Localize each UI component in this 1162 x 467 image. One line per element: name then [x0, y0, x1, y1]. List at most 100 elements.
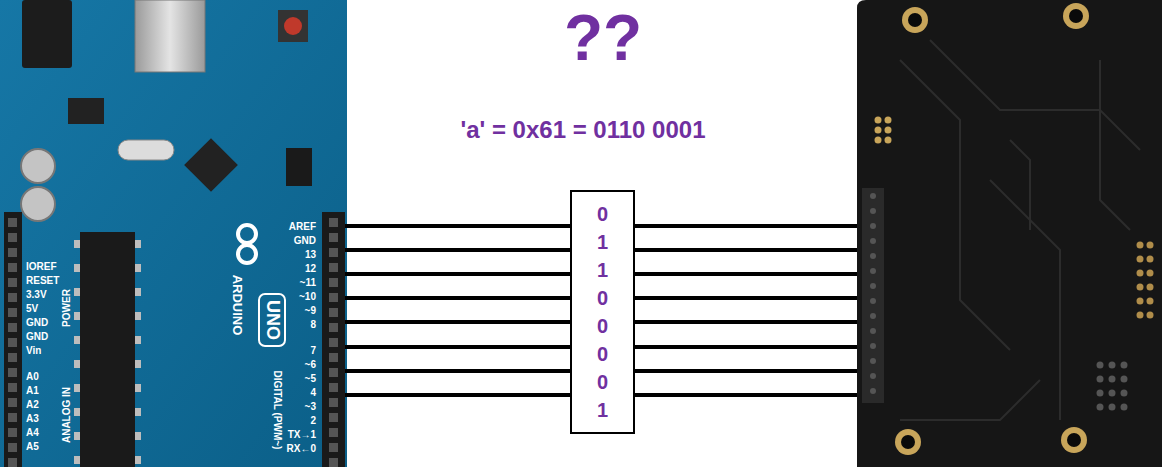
arduino-logo [238, 225, 256, 243]
bit-value: 1 [597, 396, 608, 424]
via-pad [1097, 376, 1104, 383]
uno-badge [259, 294, 285, 346]
mount-hole [1067, 433, 1081, 447]
pin-label: 3.3V [26, 289, 47, 300]
digital-header [322, 212, 345, 467]
chip-pin [74, 432, 80, 440]
wire [345, 272, 570, 276]
trace [930, 40, 1140, 150]
header-hole [329, 338, 338, 347]
usb-chip [184, 138, 238, 192]
board-logo-text: ARDUINO [230, 275, 244, 336]
header-hole [8, 383, 17, 392]
mount-hole [908, 13, 922, 27]
gold-pin [1137, 312, 1144, 319]
wire [345, 224, 570, 228]
shield-header [862, 188, 884, 403]
gold-pin [1147, 312, 1154, 319]
chip-pin [135, 384, 141, 392]
bit-value: 0 [597, 340, 608, 368]
pin-label: A0 [26, 371, 39, 382]
chip-pin [135, 432, 141, 440]
mount-hole [902, 7, 928, 33]
wire [345, 296, 570, 300]
board-pcb [0, 0, 347, 467]
capacitor [21, 187, 55, 221]
pin-label: 2 [310, 415, 316, 426]
chip-pin [135, 240, 141, 248]
pin-label: A5 [26, 441, 39, 452]
via-pad [1121, 390, 1128, 397]
gold-pad [875, 117, 882, 124]
gold-pad [885, 127, 892, 134]
wire [635, 224, 857, 228]
pin-label: RESET [26, 275, 59, 286]
via-pad [1097, 404, 1104, 411]
gold-pin [1147, 256, 1154, 263]
wire [345, 248, 570, 252]
gold-pad [885, 117, 892, 124]
bit-value: 1 [597, 228, 608, 256]
header-hole [8, 218, 17, 227]
pin-label: 5V [26, 303, 38, 314]
wire [635, 248, 857, 252]
microcontroller [80, 232, 135, 467]
regulator [68, 98, 104, 124]
via-pad [1109, 404, 1116, 411]
header-pin [870, 268, 876, 274]
header-hole [8, 368, 17, 377]
board-logo-text: UNO [262, 300, 282, 340]
reset-button [278, 10, 308, 42]
header-hole [329, 428, 338, 437]
via-pad [1109, 390, 1116, 397]
header-hole [8, 458, 17, 467]
header-pin [870, 208, 876, 214]
pin-label: 12 [305, 263, 316, 274]
header-hole [329, 383, 338, 392]
trace [1100, 60, 1130, 230]
header-hole [329, 218, 338, 227]
equation: 'a' = 0x61 = 0110 0001 [461, 117, 706, 143]
header-pin [870, 373, 876, 379]
header-pin [870, 253, 876, 259]
dc-jack [22, 0, 72, 68]
chip-pin [135, 264, 141, 272]
pin-label: AREF [289, 221, 316, 232]
header-hole [8, 323, 17, 332]
gold-pad [875, 127, 882, 134]
pin-label: 13 [305, 249, 316, 260]
pin-label: ~11 [300, 277, 316, 288]
pin-label: IOREF [26, 261, 57, 272]
chip-pin [74, 264, 80, 272]
mount-hole [1061, 427, 1087, 453]
trace [900, 380, 1040, 420]
header-hole [329, 458, 338, 467]
chip-pin [135, 288, 141, 296]
header-hole [8, 248, 17, 257]
trace [990, 180, 1060, 420]
header-hole [8, 443, 17, 452]
header-pin [870, 343, 876, 349]
bit-box: 01100001 [570, 190, 635, 434]
pin-label: 8 [310, 319, 316, 330]
header-hole [8, 263, 17, 272]
gold-pin [1147, 270, 1154, 277]
pin-label: GND [26, 331, 48, 342]
gold-pin [1147, 242, 1154, 249]
usb-connector [135, 0, 205, 72]
bit-value: 1 [597, 256, 608, 284]
arduino-board [0, 0, 347, 467]
header-hole [8, 353, 17, 362]
header-pin [870, 193, 876, 199]
header-hole [329, 278, 338, 287]
mount-hole [1069, 9, 1083, 23]
header-pin [870, 298, 876, 304]
power-header [4, 212, 22, 467]
header-pin [870, 313, 876, 319]
pin-label: Vin [26, 345, 41, 356]
header-pin [870, 283, 876, 289]
header-hole [8, 398, 17, 407]
chip-pins [74, 240, 141, 464]
wire [635, 393, 857, 397]
header-pin [870, 328, 876, 334]
